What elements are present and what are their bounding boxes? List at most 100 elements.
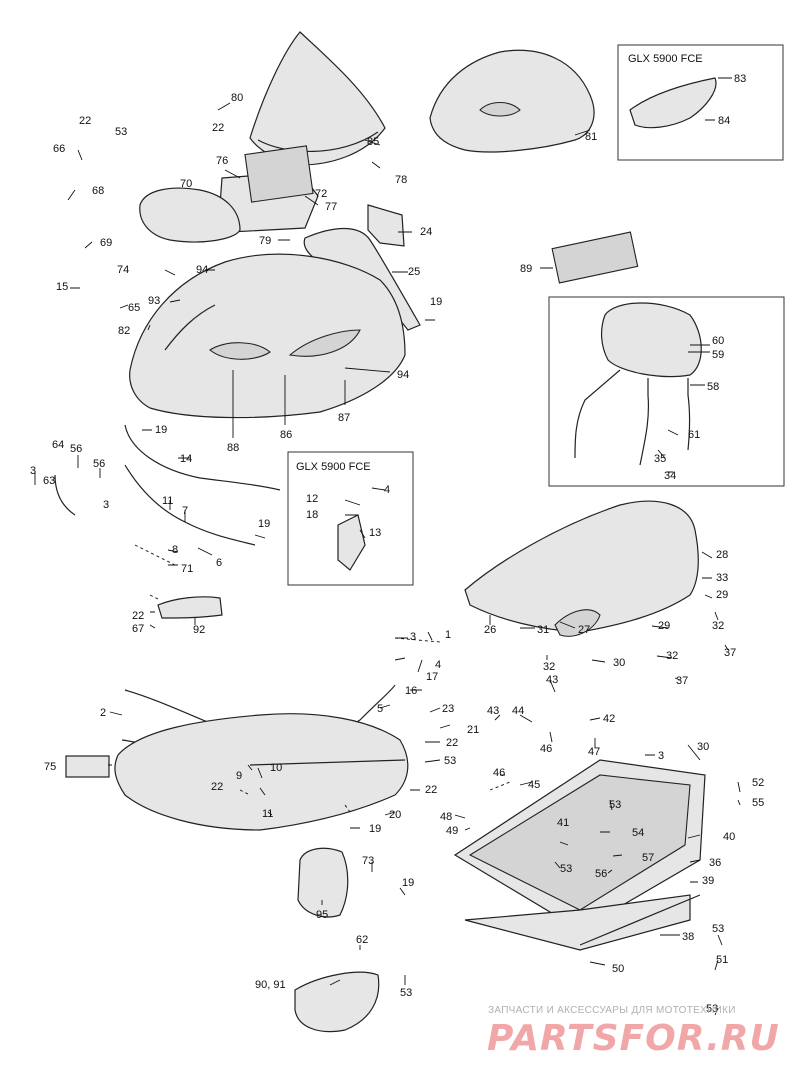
part-label: 22: [211, 781, 223, 793]
part-label: 19: [258, 518, 270, 530]
part-label: 43: [546, 674, 558, 686]
part-label: 27: [578, 624, 590, 636]
part-label: 36: [709, 857, 721, 869]
part-label: 3: [103, 499, 109, 511]
part-label: 53: [444, 755, 456, 767]
part-label: 54: [632, 827, 644, 839]
part-label: 39: [702, 875, 714, 887]
part-label: 30: [697, 741, 709, 753]
part-label: 58: [707, 381, 719, 393]
part-label: 25: [408, 266, 420, 278]
decal-75: [65, 755, 110, 778]
inset-title-middle: GLX 5900 FCE: [296, 461, 371, 473]
part-label: 16: [405, 685, 417, 697]
part-label: 46: [493, 767, 505, 779]
part-label: 88: [227, 442, 239, 454]
part-label: 55: [752, 797, 764, 809]
part-label: 81: [585, 131, 597, 143]
part-label: 77: [325, 201, 337, 213]
part-label: 30: [613, 657, 625, 669]
part-label: 84: [718, 115, 730, 127]
part-label: 56: [93, 458, 105, 470]
main-hood: [129, 253, 406, 419]
part-label: 19: [369, 823, 381, 835]
part-label: 9: [236, 770, 242, 782]
part-label: 10: [270, 762, 282, 774]
part-label: 37: [676, 675, 688, 687]
part-label: 87: [338, 412, 350, 424]
part-label: 6: [216, 557, 222, 569]
part-label: 76: [216, 155, 228, 167]
part-label: 82: [118, 325, 130, 337]
part-label: 3: [410, 631, 416, 643]
part-label: 53: [115, 126, 127, 138]
watermark-logo: PARTSFOR.RU: [487, 1018, 780, 1059]
part-label: 11: [262, 808, 273, 820]
part-label: 31: [537, 624, 549, 636]
hood-crease: [164, 304, 216, 351]
part-label: 72: [315, 188, 327, 200]
gauge-cluster: [244, 145, 314, 203]
watermark-subtitle: ЗАПЧАСТИ И АКСЕССУАРЫ ДЛЯ МОТОТЕХНИКИ: [488, 1005, 736, 1016]
part-label: 29: [658, 620, 670, 632]
part-label: 47: [588, 746, 600, 758]
part-label: 53: [560, 863, 572, 875]
part-label: 48: [440, 811, 452, 823]
part-label: 53: [400, 987, 412, 999]
part-label: 46: [540, 743, 552, 755]
part-label: 24: [420, 226, 432, 238]
part-label: 67: [132, 623, 144, 635]
part-label: 68: [92, 185, 104, 197]
part-label: 73: [362, 855, 374, 867]
part-label: 13: [369, 527, 381, 539]
storage-box-base: [464, 894, 691, 951]
part-label: 85: [367, 136, 379, 148]
part-label: 94: [196, 264, 208, 276]
part-label: 37: [724, 647, 736, 659]
part-label: 33: [716, 572, 728, 584]
belly-pan: [114, 713, 409, 831]
part-label: 28: [716, 549, 728, 561]
inset-bracket: [337, 514, 366, 571]
belly-rail: [249, 759, 406, 766]
seat-base-foam: [554, 609, 601, 637]
part-label: 15: [56, 281, 68, 293]
part-label: 70: [180, 178, 192, 190]
part-label: 14: [180, 453, 192, 465]
part-label: 35: [654, 453, 666, 465]
glove-box: [139, 187, 241, 243]
part-label: 79: [259, 235, 271, 247]
mount-bracket: [54, 474, 76, 516]
part-label: 93: [148, 295, 160, 307]
part-label: 2: [100, 707, 106, 719]
part-label: 26: [484, 624, 496, 636]
part-label: 50: [612, 963, 624, 975]
part-label: 57: [642, 852, 654, 864]
part-label: 19: [430, 296, 442, 308]
part-label: 92: [193, 624, 205, 636]
part-label: 78: [395, 174, 407, 186]
inset-box-top: [617, 44, 784, 161]
hood-cover: [429, 49, 595, 153]
part-label: 22: [425, 784, 437, 796]
part-label: 90, 91: [255, 979, 286, 991]
part-label: 62: [356, 934, 368, 946]
part-label: 20: [389, 809, 401, 821]
part-label: 94: [397, 369, 409, 381]
part-label: 3: [30, 465, 36, 477]
part-label: 8: [172, 544, 178, 556]
part-label: 53: [712, 923, 724, 935]
part-label: 19: [402, 877, 414, 889]
part-label: 42: [603, 713, 615, 725]
part-label: 3: [658, 750, 664, 762]
part-label: 32: [712, 620, 724, 632]
part-label: 60: [712, 335, 724, 347]
part-label: 18: [306, 509, 318, 521]
tool-bag: [294, 971, 380, 1033]
part-label: 71: [181, 563, 193, 575]
part-label: 32: [543, 661, 555, 673]
part-label: 59: [712, 349, 724, 361]
part-label: 32: [666, 650, 678, 662]
